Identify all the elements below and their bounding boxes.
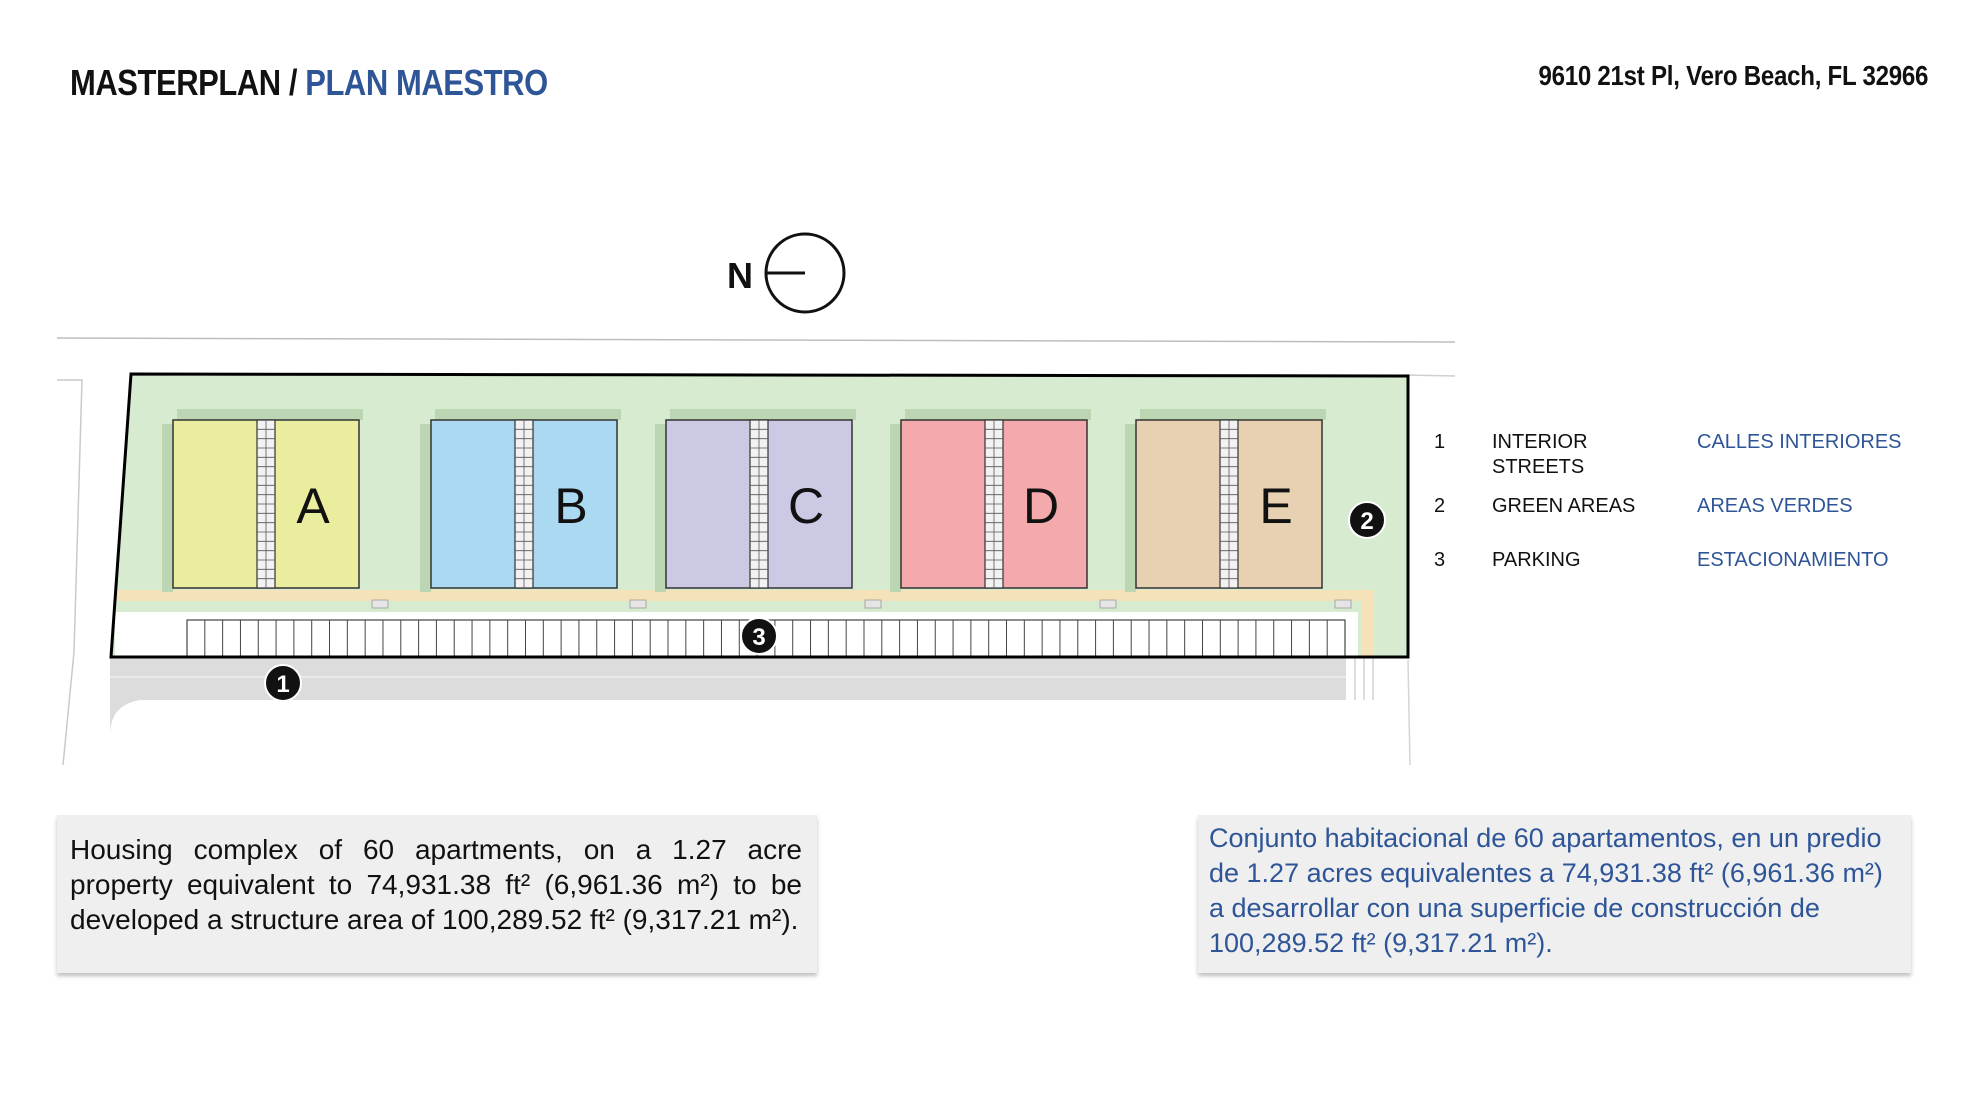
legend-number: 3 xyxy=(1434,549,1446,571)
marker-interior-streets: 1 xyxy=(264,664,302,702)
description-english: Housing complex of 60 apartments, on a 1… xyxy=(57,815,817,973)
north-label: N xyxy=(727,255,753,296)
marker-label: 1 xyxy=(276,671,289,698)
buildings: A B C D E xyxy=(162,409,1352,609)
building-label: C xyxy=(788,478,824,534)
building-e: E xyxy=(1125,409,1352,609)
building-label: D xyxy=(1023,478,1059,534)
boundary-line-right-lower xyxy=(1407,659,1411,766)
marker-parking: 3 xyxy=(740,617,778,655)
entry-tab xyxy=(1334,599,1352,609)
walkway xyxy=(115,590,1374,657)
entry-tab xyxy=(371,599,389,609)
building-a: A xyxy=(162,409,389,609)
building-b: B xyxy=(420,409,647,609)
north-arrow-icon: N xyxy=(727,232,846,314)
building-label: B xyxy=(554,478,587,534)
interior-street xyxy=(110,657,1346,765)
legend-label-english: PARKING xyxy=(1492,549,1581,571)
description-spanish: Conjunto habitacional de 60 apartamentos… xyxy=(1198,815,1911,973)
building-label: A xyxy=(296,478,330,534)
building-d: D xyxy=(890,409,1117,609)
legend-label-english: GREEN AREAS xyxy=(1492,495,1636,517)
title-spanish: PLAN MAESTRO xyxy=(305,62,548,103)
entry-tab xyxy=(1099,599,1117,609)
address: 9610 21st Pl, Vero Beach, FL 32966 xyxy=(1538,60,1928,91)
title-english: MASTERPLAN / xyxy=(70,62,306,103)
building-label: E xyxy=(1259,478,1292,534)
legend-label-english: INTERIOR STREETS xyxy=(1492,431,1588,478)
boundary-line-top xyxy=(56,337,1456,343)
marker-green-areas: 2 xyxy=(1348,501,1386,539)
entry-tab xyxy=(629,599,647,609)
entry-tab xyxy=(864,599,882,609)
description-spanish-text: Conjunto habitacional de 60 apartamentos… xyxy=(1209,823,1883,958)
legend-number: 1 xyxy=(1434,431,1446,453)
page-title: MASTERPLAN / PLAN MAESTRO xyxy=(70,62,548,104)
marker-label: 2 xyxy=(1360,508,1373,535)
boundary-line-right xyxy=(1404,374,1456,377)
description-english-text: Housing complex of 60 apartments, on a 1… xyxy=(70,834,802,935)
boundary-line-left xyxy=(57,379,83,766)
legend-number: 2 xyxy=(1434,495,1446,517)
building-c: C xyxy=(655,409,882,609)
marker-label: 3 xyxy=(752,624,765,651)
legend-label-spanish: ESTACIONAMIENTO xyxy=(1697,549,1889,571)
legend-label-spanish: CALLES INTERIORES xyxy=(1697,431,1902,453)
property-outline xyxy=(109,372,1410,659)
legend-label-spanish: AREAS VERDES xyxy=(1697,495,1853,517)
